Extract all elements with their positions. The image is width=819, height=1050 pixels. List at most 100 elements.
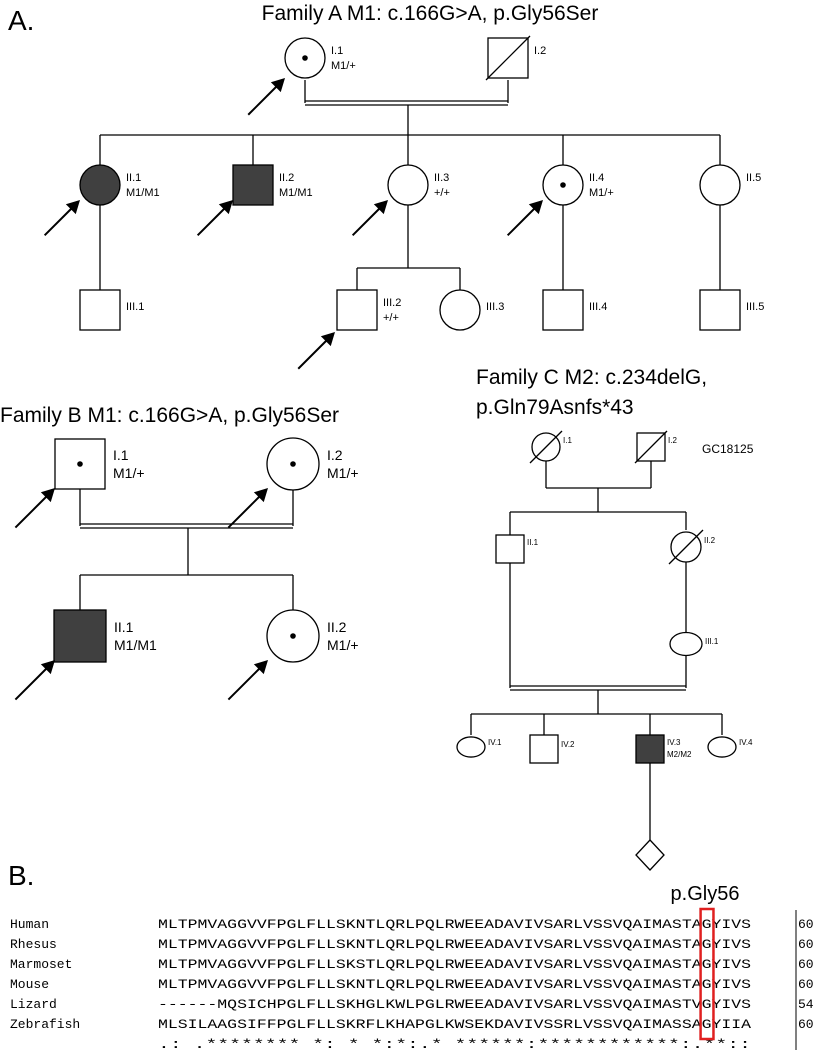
alignment-sequence: MLTPMVAGGVVFPGLFLLSKNTLQRLPQLRWEEADAVIVS…: [158, 937, 751, 952]
family-b-II1: [53, 609, 107, 663]
family-a-III2-id: III.2: [383, 297, 401, 309]
family-c-title-line2: p.Gln79Asnfs*43: [476, 396, 634, 419]
family-a-I2-deceased-slash: [485, 35, 531, 81]
family-b-I2-genotype: M1/+: [327, 465, 359, 481]
alignment-end-position: 60: [798, 937, 814, 952]
family-b-II1-arrow: [14, 667, 48, 701]
family-a-II3-id: II.3: [434, 172, 449, 184]
family-c-I1-deceased-slash: [529, 430, 563, 464]
alignment-sequence: MLSILAAGSIFFPGLFLLSKRFLKHAPGLKWSEKDAVIVS…: [158, 1017, 751, 1032]
family-a-II2-id: II.2: [279, 172, 294, 184]
family-a-I1-arrow-head: [270, 78, 285, 93]
family-b-I1-arrow: [14, 495, 48, 529]
alignment-end-position: 60: [798, 977, 814, 992]
family-b-I2-arrow-head: [253, 488, 268, 503]
family-a-II4-carrier-dot: [560, 182, 566, 188]
alignment-sequence: ------MQSICHPGLFLLSKHGLKWLPGLRWEEADAVIVS…: [158, 997, 751, 1012]
family-b-II2-arrow-head: [253, 660, 268, 675]
family-a-II4-genotype: M1/+: [589, 187, 614, 199]
family-a-II3-arrow-head: [373, 200, 388, 215]
family-c-IV3-genotype: M2/M2: [667, 750, 692, 759]
family-a-I1-carrier-dot: [302, 55, 308, 61]
family-c-I1-id: I.1: [563, 436, 572, 445]
family-b-II2-carrier-dot: [290, 633, 296, 639]
family-a-I1-arrow: [247, 85, 278, 116]
family-a-III2-arrow: [297, 339, 328, 370]
family-a-II3-arrow: [351, 207, 381, 237]
family-b-II2-arrow: [227, 667, 261, 701]
family-c-pregnancy-diamond: [635, 839, 665, 871]
family-a-III5: [699, 289, 741, 331]
family-c-II2-id: II.2: [704, 536, 716, 545]
family-c-II2-deceased-slash: [668, 529, 704, 565]
alignment-conservation-line: .: .******** *: * *:*:.* ******:********…: [158, 1037, 751, 1050]
family-a-I2-id: I.2: [534, 45, 546, 57]
family-b-I2-carrier-dot: [290, 461, 296, 467]
family-a-II4-arrow-head: [528, 200, 543, 215]
family-b-II1-arrow-head: [40, 660, 55, 675]
family-a-II1-arrow-head: [65, 200, 80, 215]
family-b-II2-id: II.2: [327, 619, 347, 635]
family-c-sample-id: GC18125: [702, 442, 754, 456]
family-c-IV2: [529, 734, 559, 764]
alignment-sequence: MLTPMVAGGVVFPGLFLLSKSTLQRLPQLRWEEADAVIVS…: [158, 957, 751, 972]
alignment-species-label: Marmoset: [10, 957, 72, 972]
family-b-I1-arrow-head: [40, 488, 55, 503]
alignment-species-label: Human: [10, 917, 49, 932]
family-a-III3-id: III.3: [486, 301, 504, 313]
family-a-II2-arrow: [196, 207, 226, 237]
family-a-II1-id: II.1: [126, 172, 141, 184]
family-a-I1-genotype: M1/+: [331, 60, 356, 72]
alignment-species-label: Mouse: [10, 977, 49, 992]
family-c-I2-id: I.2: [668, 436, 677, 445]
panel-label-b: B.: [8, 860, 34, 891]
family-c-IV1: [456, 736, 486, 758]
alignment-end-position: 60: [798, 957, 814, 972]
family-c-IV4-id: IV.4: [739, 738, 753, 747]
family-a-III4: [542, 289, 584, 331]
alignment-species-label: Zebrafish: [10, 1017, 80, 1032]
family-a-II4-id: II.4: [589, 172, 604, 184]
family-a-III2: [336, 289, 378, 331]
alignment-species-label: Rhesus: [10, 937, 57, 952]
family-c-II1: [495, 534, 525, 564]
alignment-gly56-highlight-box: [699, 907, 715, 1041]
family-c-IV3-id: IV.3: [667, 738, 681, 747]
family-a-III5-id: III.5: [746, 301, 764, 313]
alignment-sequence: MLTPMVAGGVVFPGLFLLSKNTLQRLPQLRWEEADAVIVS…: [158, 917, 751, 932]
alignment-sequence: MLTPMVAGGVVFPGLFLLSKNTLQRLPQLRWEEADAVIVS…: [158, 977, 751, 992]
family-a-II4-arrow: [506, 207, 536, 237]
family-c-III1: [669, 631, 703, 657]
family-a-II3-genotype: +/+: [434, 187, 450, 199]
family-a-III4-id: III.4: [589, 301, 607, 313]
family-c-IV3: [635, 734, 665, 764]
panel-label-a: A.: [8, 5, 34, 36]
family-c-I2-deceased-slash: [634, 430, 668, 464]
family-b-I1-id: I.1: [113, 447, 129, 463]
alignment-end-position: 60: [798, 917, 814, 932]
family-a-title: Family A M1: c.166G>A, p.Gly56Ser: [262, 2, 599, 25]
alignment-highlight-label: p.Gly56: [671, 883, 740, 905]
family-a-II2: [232, 164, 274, 206]
family-a-III1-id: III.1: [126, 301, 144, 313]
family-a-II2-genotype: M1/M1: [279, 187, 313, 199]
family-a-II1-genotype: M1/M1: [126, 187, 160, 199]
family-b-II1-id: II.1: [114, 619, 134, 635]
family-b-I1-carrier-dot: [77, 461, 83, 467]
alignment-species-label: Lizard: [10, 997, 57, 1012]
family-b-title: Family B M1: c.166G>A, p.Gly56Ser: [0, 404, 339, 427]
alignment-end-position: 60: [798, 1017, 814, 1032]
family-c-IV2-id: IV.2: [561, 740, 575, 749]
family-a-III2-arrow-head: [320, 332, 335, 347]
family-b-I1-genotype: M1/+: [113, 465, 145, 481]
family-a-III1: [79, 289, 121, 331]
family-b-II2-genotype: M1/+: [327, 637, 359, 653]
family-c-title-line1: Family C M2: c.234delG,: [476, 366, 707, 389]
family-b-I2-arrow: [227, 495, 261, 529]
family-a-II3: [387, 164, 429, 206]
family-b-II1-genotype: M1/M1: [114, 637, 157, 653]
family-a-III2-genotype: +/+: [383, 312, 399, 324]
family-a-II5: [699, 164, 741, 206]
family-a-II1: [79, 164, 121, 206]
